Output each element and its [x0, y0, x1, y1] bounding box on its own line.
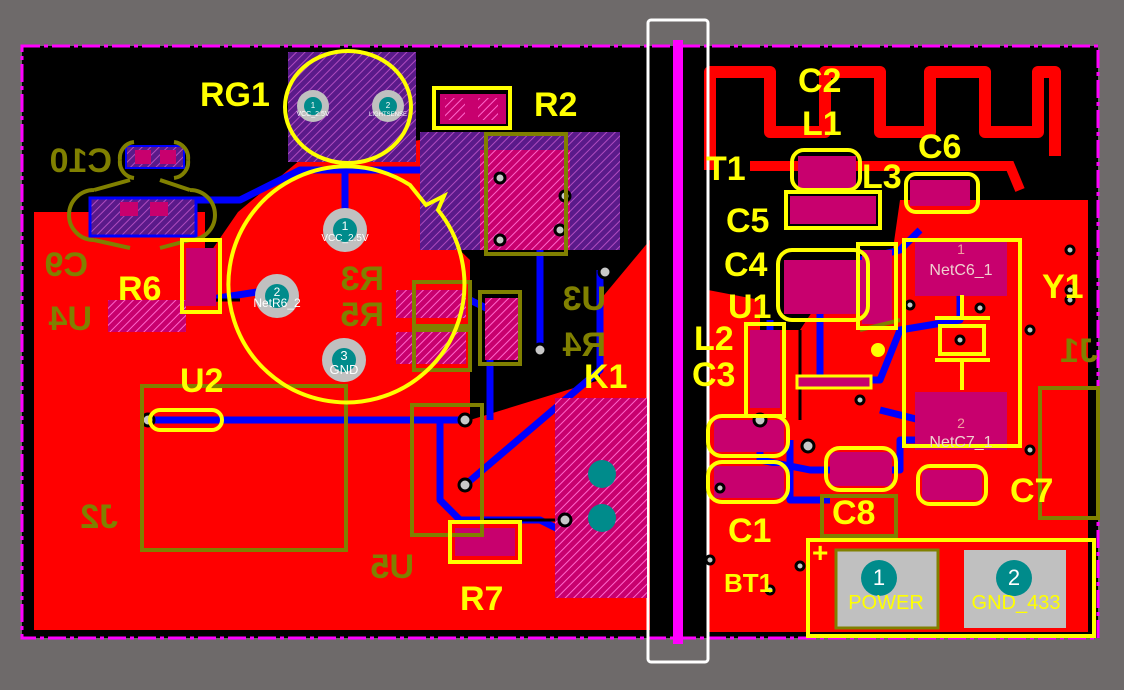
label-c7: C7	[1010, 472, 1053, 510]
pad-labels: 1 VCC_2.5V 2 LIGHTSENSE 1 VCC_2.5V 2 Net…	[253, 101, 1060, 614]
label-u4: U4	[48, 300, 92, 338]
sensor-pin2-net: NetR6_2	[253, 296, 301, 310]
rg1-pin2-net: LIGHTSENSE	[369, 112, 407, 118]
y1-pin2-num: 2	[957, 415, 965, 431]
label-bt1: BT1	[724, 568, 773, 598]
antenna-feed	[750, 161, 1025, 192]
label-t1: T1	[706, 150, 746, 188]
antenna-trace	[704, 66, 1061, 170]
label-c4: C4	[724, 246, 768, 284]
y1-pin2-net: NetC7_1	[929, 434, 992, 451]
label-r3: R3	[341, 260, 384, 298]
label-u1: U1	[728, 288, 771, 326]
label-j2: J2	[80, 498, 118, 536]
label-j1: J1	[1060, 332, 1098, 370]
label-plus: +	[812, 537, 828, 568]
label-rg1: RG1	[200, 76, 270, 114]
label-c9: C9	[45, 246, 88, 284]
label-u5: U5	[371, 548, 414, 586]
board-outline	[20, 44, 1100, 640]
sensor-pin2-num: 2	[274, 285, 281, 299]
sensor-pin3-net: GND	[330, 362, 359, 377]
label-r4: R4	[562, 326, 606, 364]
top-designators: RG1 R2 C2 L1 C6 T1 L3 C5 C4 R6 U1 Y1 L2 …	[118, 62, 1084, 618]
label-r5: R5	[341, 296, 384, 334]
label-k1: K1	[584, 358, 627, 396]
rg1-pin1-num: 1	[311, 101, 316, 110]
label-c6: C6	[918, 128, 961, 166]
label-c5: C5	[726, 202, 769, 240]
top-silkscreen	[148, 49, 1096, 638]
label-c2: C2	[798, 62, 841, 100]
bottom-designators: C10 C9 U4 R3 R5 U3 R4 J1 J2 U5	[45, 142, 1098, 586]
label-u3: U3	[563, 280, 606, 318]
label-l2: L2	[694, 320, 734, 358]
label-l3: L3	[862, 158, 902, 196]
label-c10: C10	[50, 142, 112, 180]
rg1-pin1-net: VCC_2.5V	[296, 111, 329, 118]
label-r2: R2	[534, 86, 577, 124]
u1-body	[795, 374, 873, 390]
label-c3: C3	[692, 356, 735, 394]
label-c8: C8	[832, 494, 875, 532]
y1-pin1-net: NetC6_1	[929, 262, 992, 279]
label-y1: Y1	[1042, 268, 1084, 306]
rg1-pin2-num: 2	[386, 101, 391, 110]
label-u2: U2	[180, 362, 223, 400]
bt1-pin2-num: 2	[1008, 565, 1020, 590]
v-cut-keepout	[646, 18, 710, 664]
bt1-pin1-num: 1	[873, 565, 885, 590]
sensor-pin3-num: 3	[340, 348, 347, 363]
sensor-pin1-net: VCC_2.5V	[321, 233, 369, 244]
label-r6: R6	[118, 270, 161, 308]
y1-pin1-num: 1	[957, 241, 965, 257]
sensor-pin1-num: 1	[342, 219, 349, 233]
through-hole-pads	[255, 90, 1032, 596]
bt1-pin1-net: POWER	[848, 592, 924, 614]
label-c1: C1	[728, 512, 771, 550]
bottom-silkscreen	[67, 132, 1100, 552]
label-r7: R7	[460, 580, 503, 618]
label-l1: L1	[802, 105, 842, 143]
bt1-pin2-net: GND_433	[972, 592, 1061, 614]
